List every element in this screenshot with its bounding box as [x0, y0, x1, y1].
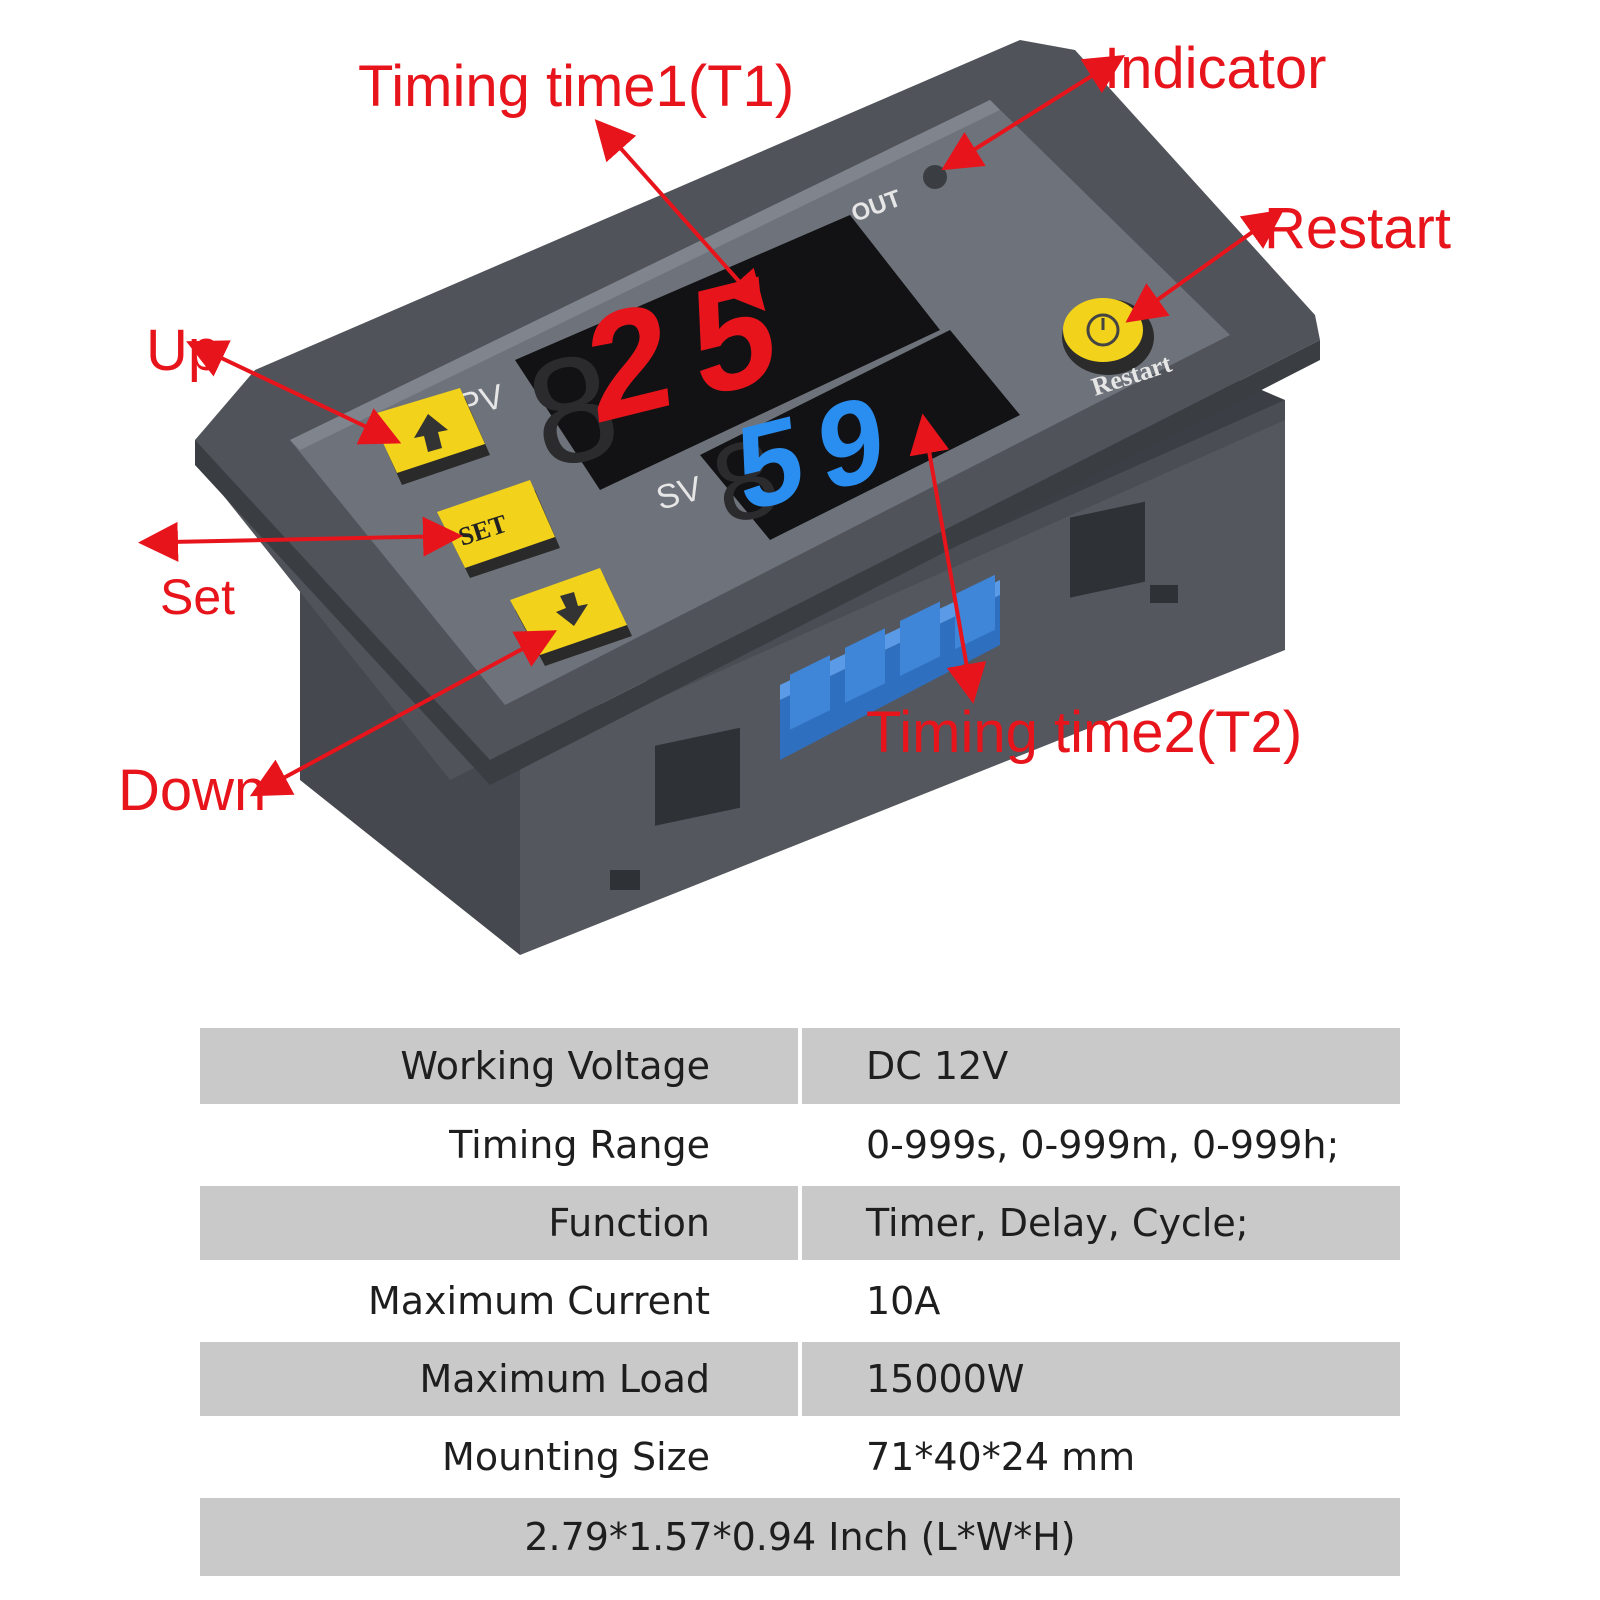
t2-arrow — [909, 413, 987, 704]
restart-arrow — [1125, 209, 1285, 323]
spec-value: 0-999s, 0-999m, 0-999h; — [798, 1106, 1400, 1184]
down-callout: Down — [118, 758, 267, 823]
power-icon — [1086, 313, 1120, 347]
set-callout: Set — [160, 569, 236, 625]
mounting-clip-front — [610, 727, 740, 890]
spec-value: 71*40*24 mm — [798, 1418, 1400, 1496]
timer-relay-module-illustration: 8 8 25 59 PV SV OUT SET Restart — [138, 40, 1320, 955]
indicator-callout: Indicator — [1104, 36, 1327, 101]
timing-time1-callout: Timing time1(T1) — [358, 54, 795, 119]
spec-row: Maximum Load 15000W — [200, 1340, 1400, 1418]
spec-row: Working Voltage DC 12V — [200, 1028, 1400, 1106]
indicator-arrow — [941, 55, 1126, 171]
up-arrow-icon — [414, 414, 448, 452]
spec-row: Maximum Current 10A — [200, 1262, 1400, 1340]
spec-dimensions-inch: 2.79*1.57*0.94 Inch (L*W*H) — [200, 1496, 1400, 1578]
t1-arrow — [594, 119, 766, 311]
out-indicator-led — [923, 165, 947, 189]
spec-label: Timing Range — [200, 1106, 800, 1184]
spec-label: Maximum Current — [200, 1262, 800, 1340]
spec-value: 10A — [798, 1262, 1400, 1340]
pv-display-window — [515, 215, 940, 490]
set-button[interactable]: SET — [437, 480, 560, 578]
restart-callout: Restart — [1264, 196, 1451, 261]
spec-row: Mounting Size 71*40*24 mm — [200, 1418, 1400, 1496]
spec-table: Working Voltage DC 12V Timing Range 0-99… — [200, 1028, 1400, 1580]
set-arrow — [138, 516, 463, 562]
spec-row: Function Timer, Delay, Cycle; — [200, 1184, 1400, 1262]
spec-row: 2.79*1.57*0.94 Inch (L*W*H) — [200, 1496, 1400, 1578]
spec-label: Working Voltage — [200, 1028, 800, 1106]
spec-label: Maximum Load — [200, 1340, 800, 1418]
sv-display-window — [700, 330, 1020, 540]
mounting-clip-right — [1070, 501, 1178, 603]
spec-label: Mounting Size — [200, 1418, 800, 1496]
up-arrow — [186, 340, 402, 445]
timing-time2-callout: Timing time2(T2) — [866, 700, 1303, 765]
spec-label: Function — [200, 1184, 800, 1262]
up-callout: Up — [146, 318, 221, 383]
spec-value: 15000W — [798, 1340, 1400, 1418]
spec-value: Timer, Delay, Cycle; — [798, 1184, 1400, 1262]
down-arrow-icon — [556, 592, 588, 626]
down-arrow — [249, 630, 558, 797]
spec-row: Timing Range 0-999s, 0-999m, 0-999h; — [200, 1106, 1400, 1184]
spec-value: DC 12V — [798, 1028, 1400, 1106]
